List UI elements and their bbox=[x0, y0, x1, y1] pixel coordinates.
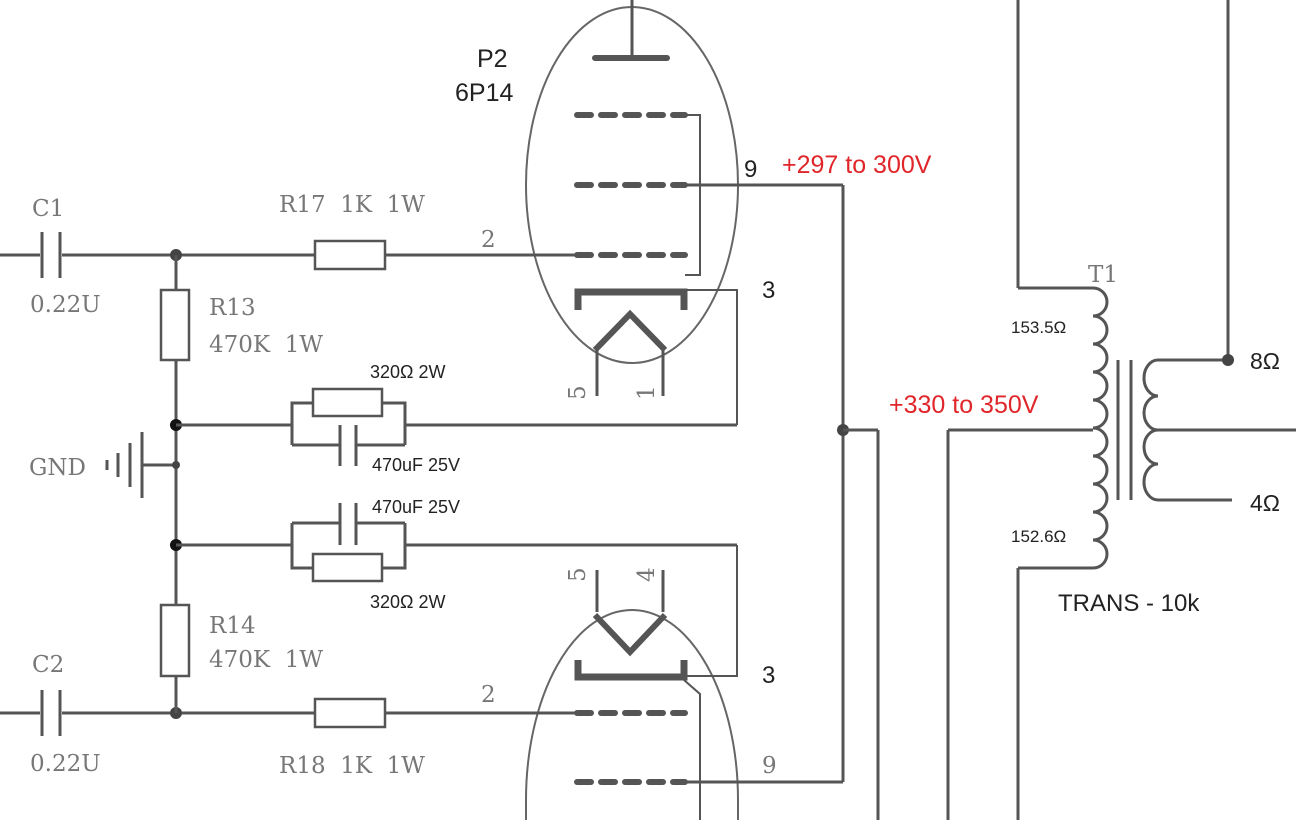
heater-lower bbox=[592, 612, 668, 657]
r18-label: R18 1K 1W bbox=[279, 753, 425, 779]
bypass-cap-lower-label: 470uF 25V bbox=[372, 497, 460, 517]
screen-voltage-label: +297 to 300V bbox=[782, 151, 932, 179]
primary-top-resistance: 153.5Ω bbox=[1011, 318, 1066, 337]
tube-lower bbox=[525, 570, 739, 820]
b-plus-voltage-label: +330 to 350V bbox=[889, 391, 1039, 419]
transformer-ref-label: T1 bbox=[1088, 262, 1118, 288]
pin-heater-lower-a: 5 bbox=[565, 567, 591, 582]
c1-ref-label: C1 bbox=[32, 196, 64, 222]
transformer-name-label: TRANS - 10k bbox=[1058, 590, 1200, 617]
pin-cathode-upper: 3 bbox=[762, 277, 775, 304]
pin-screen-lower: 9 bbox=[762, 753, 777, 779]
tube-model-label: 6P14 bbox=[455, 79, 513, 107]
r14-value-label: 470K 1W bbox=[209, 647, 323, 673]
tube-ref-label: P2 bbox=[477, 45, 508, 73]
primary-winding bbox=[1092, 286, 1109, 570]
r13-resistor bbox=[159, 288, 191, 362]
pin-grid-upper: 2 bbox=[481, 227, 496, 253]
input-lower bbox=[0, 603, 577, 736]
ground-label: GND bbox=[29, 455, 86, 481]
cathode-network-upper bbox=[170, 289, 738, 466]
bypass-cap-upper-label: 470uF 25V bbox=[372, 455, 460, 475]
r14-ref-label: R14 bbox=[209, 613, 256, 639]
secondary-winding bbox=[1142, 358, 1159, 502]
r18-resistor bbox=[313, 697, 387, 729]
cathode-network-lower bbox=[170, 503, 738, 677]
cathode-resistor-lower bbox=[311, 552, 384, 583]
tube-envelope-lower bbox=[525, 609, 739, 820]
c1-value-label: 0.22U bbox=[30, 292, 101, 318]
c2-ref-label: C2 bbox=[32, 652, 64, 678]
pin-screen-upper: 9 bbox=[744, 156, 757, 183]
pin-heater-lower-b: 4 bbox=[634, 567, 660, 582]
r17-resistor bbox=[313, 239, 387, 271]
r17-label: R17 1K 1W bbox=[279, 192, 425, 218]
pin-heater-upper-b: 1 bbox=[634, 385, 660, 400]
pin-heater-upper-a: 5 bbox=[565, 385, 591, 400]
cathode-resistor-upper bbox=[311, 387, 384, 418]
r14-resistor bbox=[159, 603, 191, 678]
pin-grid-lower: 2 bbox=[481, 682, 496, 708]
primary-bottom-resistance: 152.6Ω bbox=[1011, 527, 1066, 546]
pin-cathode-lower: 3 bbox=[762, 662, 775, 689]
cathode-upper bbox=[574, 288, 688, 310]
tap-4-ohm-label: 4Ω bbox=[1250, 490, 1280, 516]
input-upper bbox=[0, 232, 577, 605]
tap-8-ohm-label: 8Ω bbox=[1250, 348, 1280, 374]
ground-symbol bbox=[105, 432, 180, 498]
r13-ref-label: R13 bbox=[209, 295, 256, 321]
r13-value-label: 470K 1W bbox=[209, 332, 323, 358]
cathode-resistor-lower-label: 320Ω 2W bbox=[370, 592, 446, 612]
output-transformer bbox=[946, 0, 1296, 820]
cathode-resistor-upper-label: 320Ω 2W bbox=[370, 362, 446, 382]
cathode-lower bbox=[574, 660, 688, 681]
tube-p2-upper bbox=[525, 0, 739, 396]
screen-supply bbox=[685, 183, 880, 820]
heater-upper bbox=[592, 309, 668, 353]
c2-value-label: 0.22U bbox=[30, 751, 101, 777]
